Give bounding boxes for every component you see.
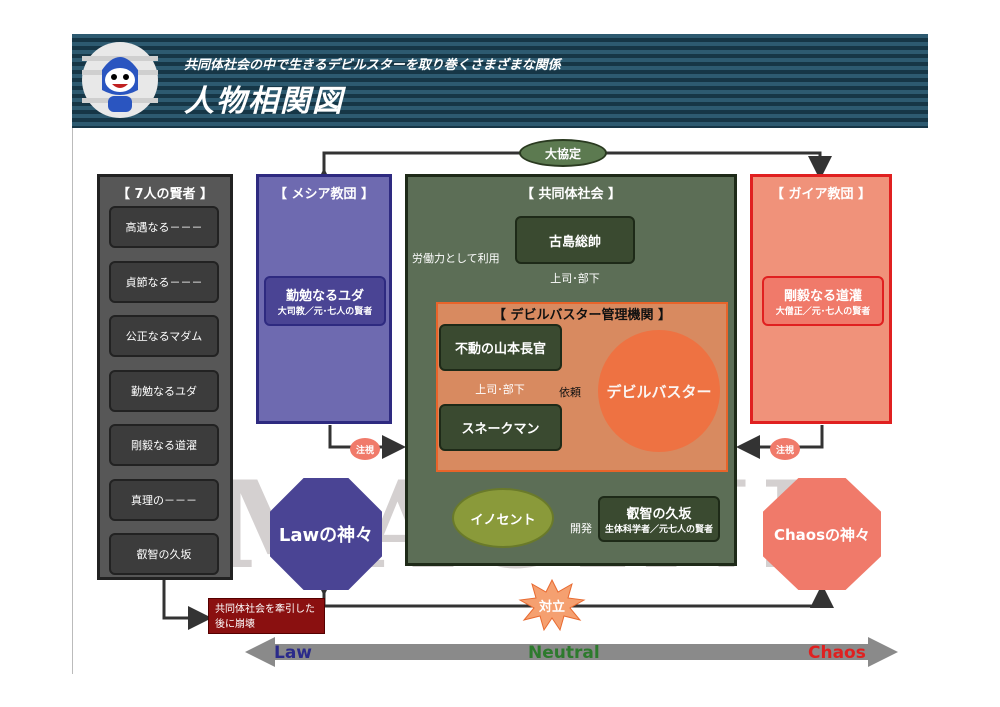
watch-right-label: 注視 — [775, 445, 794, 456]
sage-item[interactable]: 貞節なる－－－ — [109, 260, 219, 303]
header-subtitle: 共同体社会の中で生きるデビルスターを取り巻くさまざまな関係 — [184, 58, 561, 73]
sages-title: 【 7人の賢者 】 — [116, 187, 214, 202]
conflict-label: 対立 — [538, 600, 565, 615]
snake-node[interactable]: スネークマン — [439, 404, 562, 451]
watch-left-badge: 注視 — [350, 438, 380, 460]
watch-right-connector — [736, 425, 824, 459]
sage-item-label: 真理の－－－ — [131, 493, 197, 507]
kusaka-node[interactable]: 叡智の久坂 生体科学者／元七人の賢者 — [598, 496, 720, 542]
gaia-dokan-node[interactable]: 剛毅なる道灌 大僧正／元･七人の賢者 — [762, 276, 884, 326]
alliance-oval: 大協定 — [519, 139, 607, 167]
sub-boss-label: 上司･部下 — [475, 383, 525, 396]
devilbuster-node[interactable]: デビルバスター — [598, 330, 720, 452]
axis-chaos-label: Chaos — [808, 643, 866, 663]
sage-item-label: 公正なるマダム — [125, 330, 203, 343]
labor-label: 労働力として利用 — [412, 252, 500, 265]
develop-label: 開発 — [570, 522, 592, 535]
devilbuster-label: デビルバスター — [606, 382, 712, 401]
community-title: 【 共同体社会 】 — [520, 187, 622, 202]
conflict-burst-icon — [518, 578, 586, 632]
boss-label: 上司･部下 — [550, 272, 600, 285]
law-gods-label: Lawの神々 — [278, 525, 374, 546]
header-banner: 共同体社会の中で生きるデビルスターを取り巻くさまざまな関係 人物相関図 — [72, 34, 928, 128]
sage-item-label: 剛毅なる道濯 — [131, 439, 197, 452]
chaos-gods-octagon[interactable]: Chaosの神々 — [763, 478, 881, 590]
sage-item[interactable]: 叡智の久坂 — [109, 533, 219, 575]
sage-item[interactable]: 公正なるマダム — [109, 315, 219, 357]
collapse-note: 共同体社会を牽引した後に崩壊 — [208, 598, 325, 634]
watch-right-badge: 注視 — [770, 438, 800, 460]
chaos-gods-label: Chaosの神々 — [773, 525, 871, 544]
innocent-node[interactable]: イノセント — [452, 488, 554, 548]
chief-node[interactable]: 不動の山本長官 — [439, 324, 562, 371]
request-label: 依頼 — [559, 386, 581, 399]
leader-label: 古島総帥 — [548, 234, 601, 250]
gaia-node-sub: 大僧正／元･七人の賢者 — [775, 307, 871, 317]
sage-item[interactable]: 剛毅なる道濯 — [109, 424, 219, 466]
sage-item-label: 勤勉なるユダ — [131, 384, 197, 398]
axis-neutral-label: Neutral — [528, 643, 600, 663]
alliance-label: 大協定 — [544, 146, 581, 161]
innocent-label: イノセント — [470, 512, 536, 528]
sage-item-label: 高遇なる－－－ — [125, 221, 203, 234]
kusaka-name: 叡智の久坂 — [626, 507, 692, 522]
messiah-title: 【 メシア教団 】 — [273, 187, 375, 202]
gaia-title: 【 ガイア教団 】 — [770, 187, 872, 202]
messiah-yuda-node[interactable]: 勤勉なるユダ 大司教／元･七人の賢者 — [264, 276, 386, 326]
sage-item[interactable]: 勤勉なるユダ — [109, 369, 219, 412]
collapse-connector — [162, 580, 212, 630]
messiah-node-name: 勤勉なるユダ — [285, 289, 364, 304]
header-title: 人物相関図 — [184, 84, 344, 119]
alignment-axis-arrow — [245, 637, 898, 667]
law-gods-octagon[interactable]: Lawの神々 — [270, 478, 382, 590]
chief-label: 不動の山本長官 — [454, 342, 546, 357]
gaia-node-name: 剛毅なる道灌 — [783, 289, 862, 304]
messiah-node-sub: 大司教／元･七人の賢者 — [277, 307, 373, 317]
sage-item-label: 貞節なる－－－ — [125, 275, 203, 289]
watch-left-label: 注視 — [355, 445, 374, 456]
kusaka-sub: 生体科学者／元七人の賢者 — [604, 525, 713, 535]
axis-law-label: Law — [274, 643, 313, 663]
sage-item[interactable]: 高遇なる－－－ — [109, 206, 219, 248]
mascot-icon — [82, 42, 158, 118]
leader-node[interactable]: 古島総帥 — [515, 216, 635, 264]
agency-title: 【 デビルバスター管理機関 】 — [492, 308, 672, 323]
collapse-note-text: 共同体社会を牽引した後に崩壊 — [215, 604, 315, 630]
snake-label: スネークマン — [461, 422, 540, 437]
sage-item[interactable]: 真理の－－－ — [109, 478, 219, 521]
sage-item-label: 叡智の久坂 — [136, 548, 192, 561]
